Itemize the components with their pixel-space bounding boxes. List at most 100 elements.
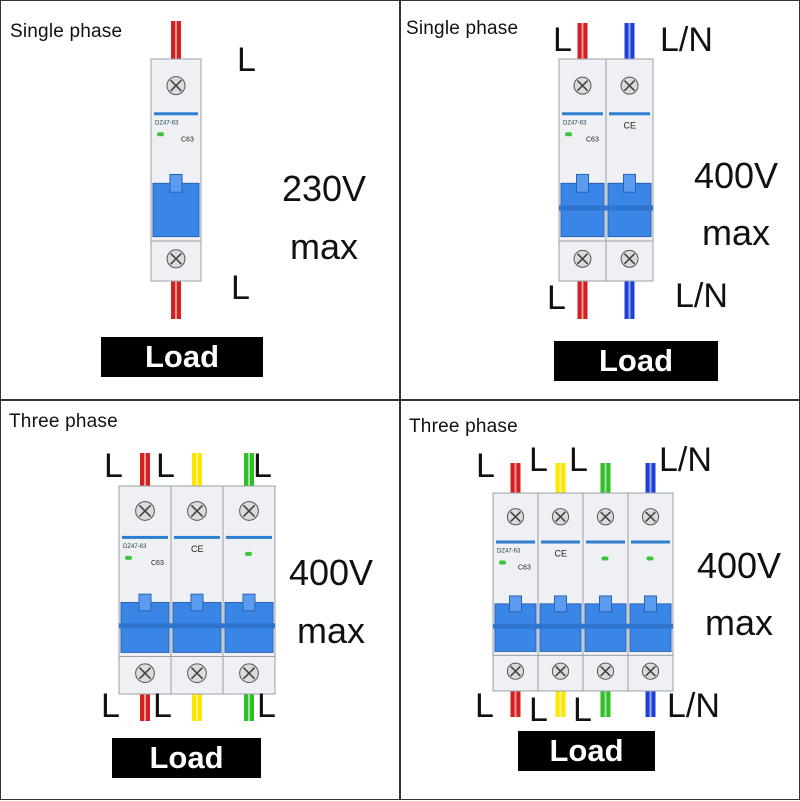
wire-highlight [559,691,562,717]
wire-label-bottom: L [475,687,494,725]
wire-label-bottom: L [547,279,566,317]
toggle-grip [190,593,204,612]
status-window [646,556,654,561]
breaker-body [537,492,584,692]
wire-highlight [514,691,517,717]
screw-slot [170,252,182,265]
status-window [565,132,572,137]
voltage-label: 400V [693,155,779,196]
wire-label-bottom: L [231,269,250,307]
screw-slot [576,253,589,265]
ce-mark: CE [624,120,637,130]
ce-mark: CE [191,544,204,554]
wire-highlight [604,463,607,493]
toggle-grip [644,595,657,613]
toggle-grip [599,595,612,613]
toggle-grip [169,173,183,193]
screw-slot [190,667,204,680]
max-label: max [289,226,358,267]
label-strip [174,535,220,539]
breaker-pole [582,492,629,692]
screw-slot [138,667,152,680]
max-label: max [296,610,365,651]
screw-slot [510,511,521,523]
breaker-body [582,492,629,692]
label-strip [631,540,670,544]
model-text: DZ47-63 [497,549,521,555]
breaker-body [558,58,607,282]
breaker-pole: CE [537,492,584,692]
panel-title: Three phase [9,411,118,432]
model-text: DZ47-63 [155,120,179,126]
handle-tie-bar [559,205,653,211]
wire-highlight [649,463,652,493]
wire-highlight [559,463,562,493]
wire-label-top: L [569,441,588,479]
handle-tie-bar [493,623,673,629]
screw-slot [170,79,182,92]
breaker-body [150,58,202,282]
label-strip [122,535,168,539]
label-strip [154,112,198,116]
toggle-grip [138,593,152,612]
max-label: max [704,602,773,643]
label-strip [562,112,603,116]
screw-slot [600,665,611,677]
wire-highlight [581,23,584,59]
toggle-grip [623,173,636,193]
wire-highlight [604,691,607,717]
screw-slot [510,665,521,677]
wire-label-top: L [104,447,123,485]
model-text: DZ47-63 [563,120,587,126]
screw-slot [623,253,636,265]
screw-slot [555,511,566,523]
max-label: max [701,212,770,253]
screw-slot [645,511,656,523]
toggle-grip [509,595,522,613]
wire-label-bottom: L [101,687,120,725]
wire-highlight [248,694,250,721]
wire-label-bottom: L [529,691,548,729]
toggle-grip [554,595,567,613]
label-strip [541,540,580,544]
status-window [125,555,132,560]
breaker-pole: CE [605,58,654,282]
wire-label-top: L [253,447,272,485]
screw-slot [190,504,204,518]
screw-slot [623,79,636,92]
wire-highlight [649,691,652,717]
screw-slot [555,665,566,677]
wire-label-bottom: L [573,691,592,729]
panel-title: Three phase [409,416,518,437]
breaker-body [605,58,654,282]
label-strip [226,535,272,539]
wire-highlight [514,463,517,493]
wire-label-top: L/N [659,441,712,479]
screw-slot [138,504,152,518]
status-window [601,556,609,561]
voltage-label: 230V [281,168,367,209]
label-strip [609,112,650,116]
wire-highlight [196,453,198,486]
screw-slot [242,667,256,680]
status-window [157,132,164,137]
wire-highlight [248,453,250,486]
wire-highlight [175,281,177,319]
breaker-pole [627,492,674,692]
panel-title: Single phase [406,18,519,39]
breaker-body [492,492,539,692]
wire-highlight [175,21,177,59]
screw-slot [600,511,611,523]
breaker-pole [222,485,276,695]
breaker-pole: CE [170,485,224,695]
screw-slot [645,665,656,677]
handle-tie-bar [119,623,275,629]
